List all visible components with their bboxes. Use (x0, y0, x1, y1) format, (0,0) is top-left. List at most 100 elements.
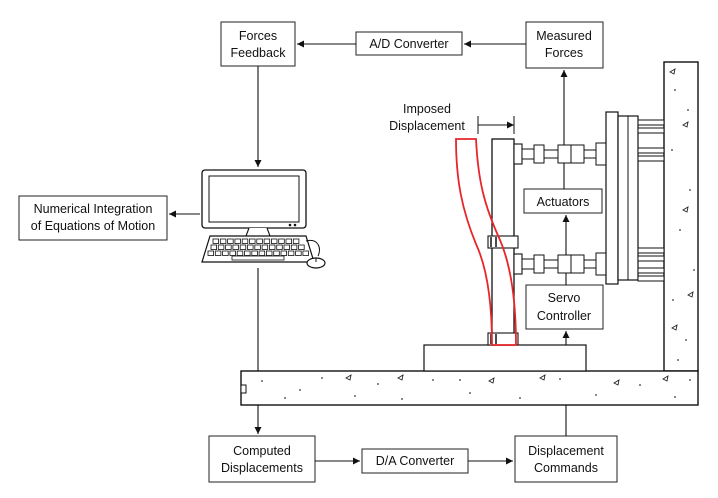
key (214, 250, 222, 256)
forces-feedback-box: Forces Feedback (220, 21, 296, 67)
concrete-speck (519, 397, 521, 399)
concrete-speck (354, 395, 356, 397)
computed-displacements-line2: Displacements (221, 461, 303, 475)
concrete-speck (689, 379, 691, 381)
key (287, 250, 295, 256)
imposed-displacement-marker (477, 116, 515, 134)
concrete-speck (674, 396, 676, 398)
reaction-plate (605, 111, 639, 285)
concrete-speck (377, 383, 379, 385)
key (247, 244, 254, 250)
key (234, 238, 241, 244)
key (229, 250, 236, 256)
concrete-aggregate (662, 375, 669, 382)
key (278, 238, 285, 244)
concrete-aggregate (682, 121, 689, 128)
displacement-commands-line2: Commands (534, 461, 598, 475)
key (212, 238, 219, 244)
measured-forces-line1: Measured (536, 29, 592, 43)
computer-monitor-icon (201, 169, 307, 237)
concrete-aggregate (669, 68, 676, 75)
key (263, 238, 271, 244)
concrete-speck (261, 380, 263, 382)
concrete-speck (284, 397, 286, 399)
actuators-label: Actuators (537, 195, 590, 209)
key (302, 250, 309, 256)
key (290, 244, 298, 250)
concrete-speck (672, 299, 674, 301)
concrete-speck (639, 384, 641, 386)
key (219, 238, 227, 244)
concrete-aggregate (671, 324, 678, 331)
forces-feedback-line2: Feedback (231, 46, 287, 60)
concrete-speck (677, 359, 679, 361)
da-converter-box: D/A Converter (361, 448, 469, 474)
key (241, 238, 249, 244)
servo-controller-box: Servo Controller (525, 284, 604, 330)
key (225, 244, 232, 250)
concrete-speck (671, 149, 673, 151)
concrete-speck (689, 189, 691, 191)
key (227, 238, 234, 244)
concrete-speck (679, 229, 681, 231)
key (217, 244, 225, 250)
key (236, 250, 244, 256)
computed-displacements-line1: Computed (233, 444, 291, 458)
concrete-speck (469, 392, 471, 394)
key (273, 250, 280, 256)
lower-actuator (513, 252, 607, 276)
imposed-displacement-line2: Displacement (389, 119, 465, 133)
key (239, 244, 247, 250)
key (270, 238, 278, 244)
key (258, 250, 266, 256)
concrete-aggregate (613, 379, 620, 386)
wall-anchor-bolts (637, 119, 665, 282)
forces-feedback-line1: Forces (239, 29, 277, 43)
imposed-displacement-line1: Imposed (403, 102, 451, 116)
servo-controller-line1: Servo (548, 291, 581, 305)
servo-controller-line2: Controller (537, 309, 591, 323)
concrete-speck (459, 379, 461, 381)
ad-converter-box: A/D Converter (355, 31, 463, 56)
key (210, 244, 217, 250)
key (251, 250, 258, 256)
reaction-wall (663, 61, 699, 372)
key (280, 250, 287, 256)
key (249, 238, 256, 244)
concrete-speck (299, 389, 301, 391)
concrete-speck (595, 394, 597, 396)
computed-displacements-box: Computed Displacements (208, 435, 316, 483)
concrete-aggregate (682, 206, 689, 213)
key (244, 250, 251, 256)
key (207, 250, 214, 256)
key (295, 250, 302, 256)
concrete-aggregate (397, 374, 404, 381)
concrete-aggregate (539, 374, 546, 381)
displacement-commands-line1: Displacement (528, 444, 604, 458)
concrete-speck (685, 339, 687, 341)
key (292, 238, 300, 244)
key (285, 238, 292, 244)
key (298, 244, 305, 250)
key (232, 244, 239, 250)
space-key (231, 255, 285, 261)
key (268, 244, 276, 250)
concrete-aggregate (687, 291, 694, 298)
key (261, 244, 269, 250)
concrete-aggregate (488, 377, 495, 384)
key (265, 250, 273, 256)
actuators-box: Actuators (523, 188, 603, 214)
key (256, 238, 263, 244)
concrete-aggregate (345, 374, 352, 381)
test-column (487, 138, 519, 346)
upper-actuator (513, 142, 607, 166)
concrete-speck (693, 269, 695, 271)
da-converter-label: D/A Converter (376, 454, 455, 468)
numerical-integration-line1: Numerical Integration (34, 202, 153, 216)
key (222, 250, 229, 256)
concrete-speck (401, 398, 403, 400)
concrete-speck (321, 377, 323, 379)
strong-floor (240, 370, 699, 406)
numerical-integration-box: Numerical Integration of Equations of Mo… (18, 195, 168, 241)
